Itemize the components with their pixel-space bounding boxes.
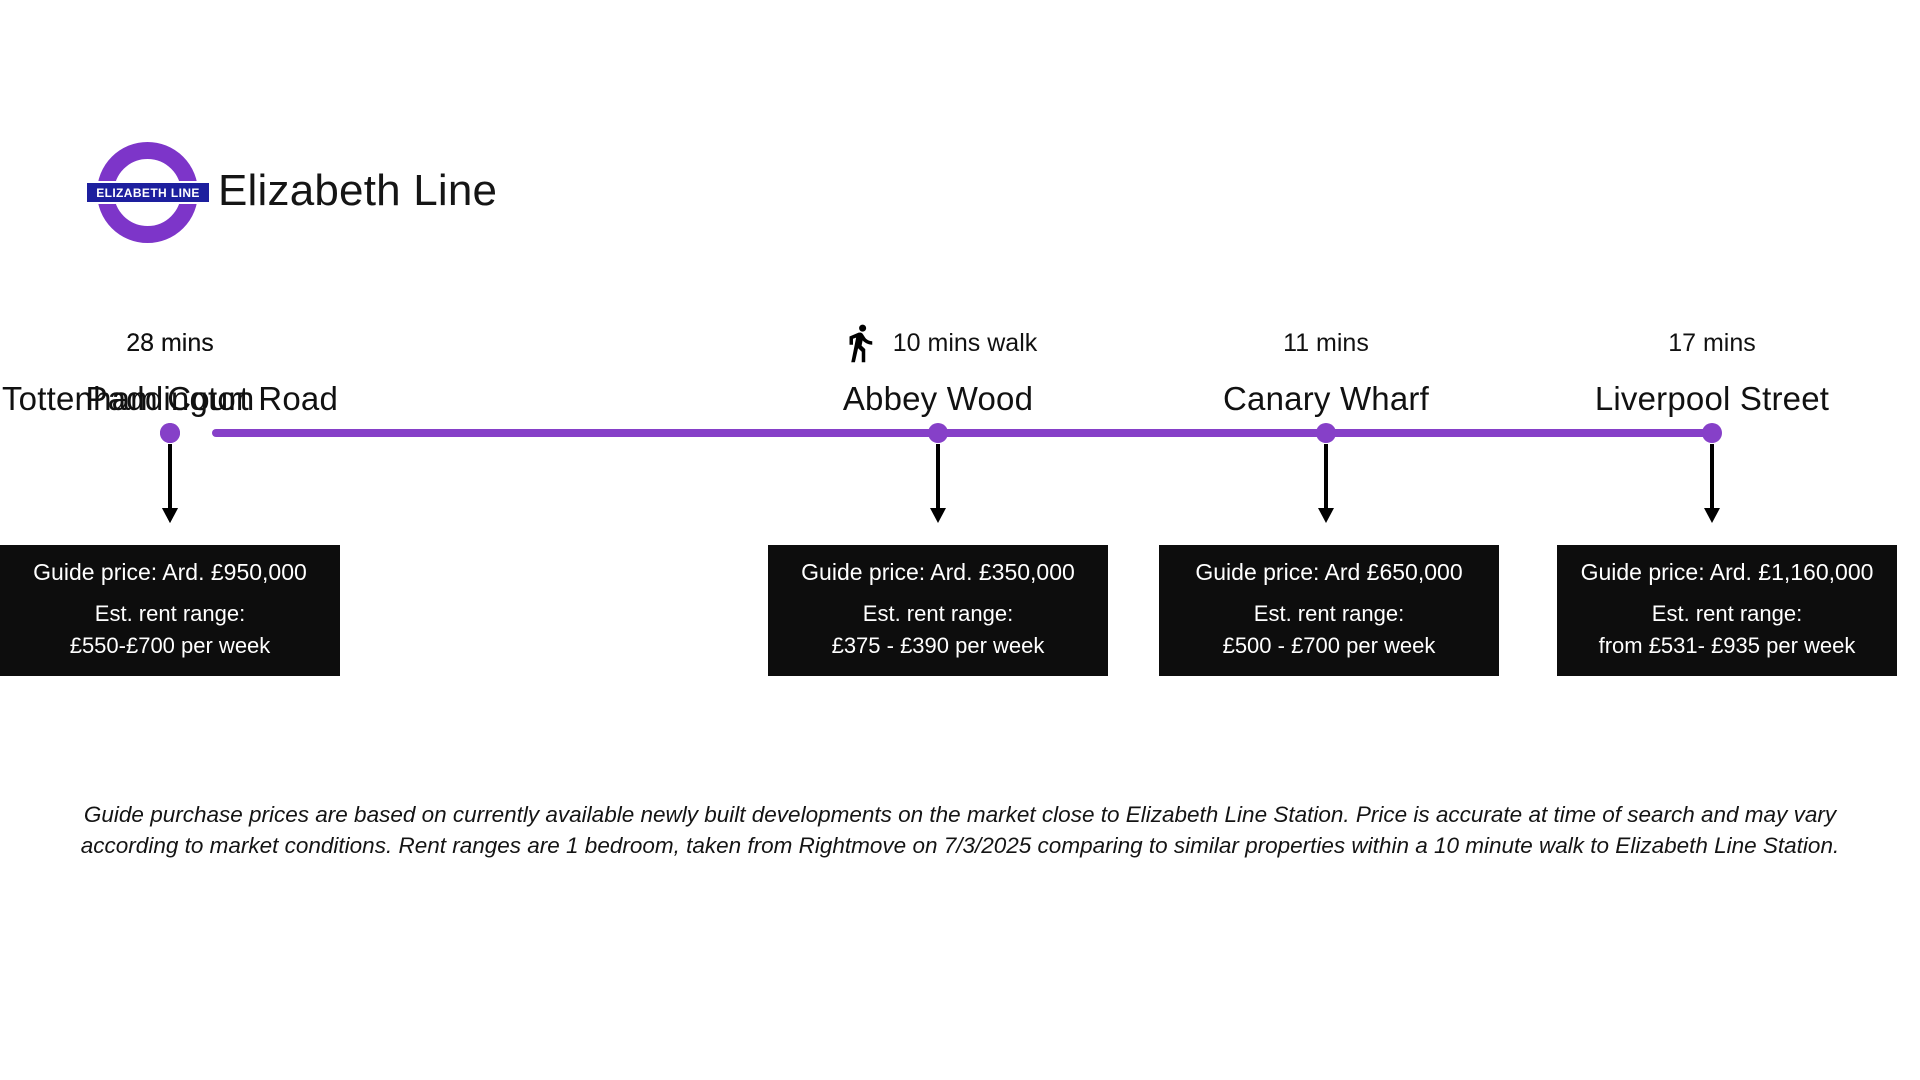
station-name: Liverpool Street bbox=[1594, 380, 1830, 417]
down-arrow-icon bbox=[162, 444, 178, 523]
walk-time-row: 17 mins bbox=[1542, 318, 1882, 368]
elizabeth-line-roundel-logo: ELIZABETH LINE bbox=[85, 142, 211, 243]
station-dot bbox=[1702, 423, 1722, 443]
walk-time-label: 11 mins bbox=[1283, 328, 1369, 357]
rent-block: Est. rent range: from £531- £935 per wee… bbox=[1557, 598, 1897, 662]
guide-price: Guide price: Ard £650,000 bbox=[1195, 559, 1463, 585]
rent-label: Est. rent range: bbox=[862, 601, 1014, 626]
price-box: Guide price: Ard. £350,000 Est. rent ran… bbox=[768, 545, 1108, 676]
price-box: Guide price: Ard £650,000 Est. rent rang… bbox=[1159, 545, 1499, 676]
walk-time-label: 28 mins bbox=[126, 328, 214, 357]
station-name: Paddington bbox=[85, 380, 255, 417]
walk-time-label: 10 mins walk bbox=[892, 328, 1038, 357]
station-dot bbox=[928, 423, 948, 443]
rent-block: Est. rent range: £375 - £390 per week bbox=[768, 598, 1108, 662]
walk-time-row: 10 mins walk bbox=[768, 318, 1108, 368]
station-column-canary-wharf: 11 mins Canary Wharf Guide price: Ard £6… bbox=[1156, 308, 1499, 680]
station-name: Canary Wharf bbox=[1223, 380, 1429, 417]
rent-label: Est. rent range: bbox=[1253, 601, 1405, 626]
roundel-bar-label: ELIZABETH LINE bbox=[96, 185, 200, 200]
walk-time-label: 23 mins bbox=[126, 328, 214, 357]
down-arrow-icon bbox=[1318, 444, 1334, 523]
roundel-bar: ELIZABETH LINE bbox=[85, 181, 211, 204]
rent-range: from £531- £935 per week bbox=[1598, 633, 1856, 658]
price-box: Guide price: Ard. £950,000 Est. rent ran… bbox=[0, 545, 340, 676]
transit-line bbox=[212, 429, 1712, 437]
walking-person-icon bbox=[839, 320, 881, 366]
guide-price: Guide price: Ard. £950,000 bbox=[33, 559, 307, 585]
price-box: Guide price: Ard. £1,160,000 Est. rent r… bbox=[1557, 545, 1897, 676]
guide-price: Guide price: Ard. £1,160,000 bbox=[1580, 559, 1874, 585]
station-column-paddington: 28 mins Paddington Guide price: Ard. £95… bbox=[0, 308, 340, 680]
rent-block: Est. rent range: £500 - £700 per week bbox=[1159, 598, 1499, 662]
station-dot bbox=[160, 423, 180, 443]
rent-label: Est. rent range: bbox=[1651, 601, 1803, 626]
station-column-abbey-wood: 10 mins walk Abbey Wood Guide price: Ard… bbox=[768, 308, 1108, 680]
down-arrow-icon bbox=[930, 444, 946, 523]
rent-block: Est. rent range: £550-£700 per week bbox=[0, 598, 340, 662]
station-name: Tottenham Court Road bbox=[1, 380, 338, 417]
page-title: Elizabeth Line bbox=[218, 166, 498, 215]
walk-time-row: 11 mins bbox=[1156, 318, 1496, 368]
rent-range: £500 - £700 per week bbox=[1222, 633, 1436, 658]
walk-time-label: 17 mins bbox=[1668, 328, 1756, 357]
walk-time-row: 23 mins bbox=[0, 318, 340, 368]
station-dot bbox=[1316, 423, 1336, 443]
station-column-liverpool-street: 17 mins Liverpool Street Guide price: Ar… bbox=[1542, 308, 1897, 680]
walk-time-row: 28 mins bbox=[0, 318, 340, 368]
station-name: Abbey Wood bbox=[842, 380, 1034, 417]
rent-range: £550-£700 per week bbox=[69, 633, 271, 658]
guide-price: Guide price: Ard. £350,000 bbox=[801, 559, 1075, 585]
disclaimer-text: Guide purchase prices are based on curre… bbox=[80, 802, 1840, 858]
rent-label: Est. rent range: bbox=[94, 601, 246, 626]
rent-range: £375 - £390 per week bbox=[831, 633, 1045, 658]
down-arrow-icon bbox=[1704, 444, 1720, 523]
